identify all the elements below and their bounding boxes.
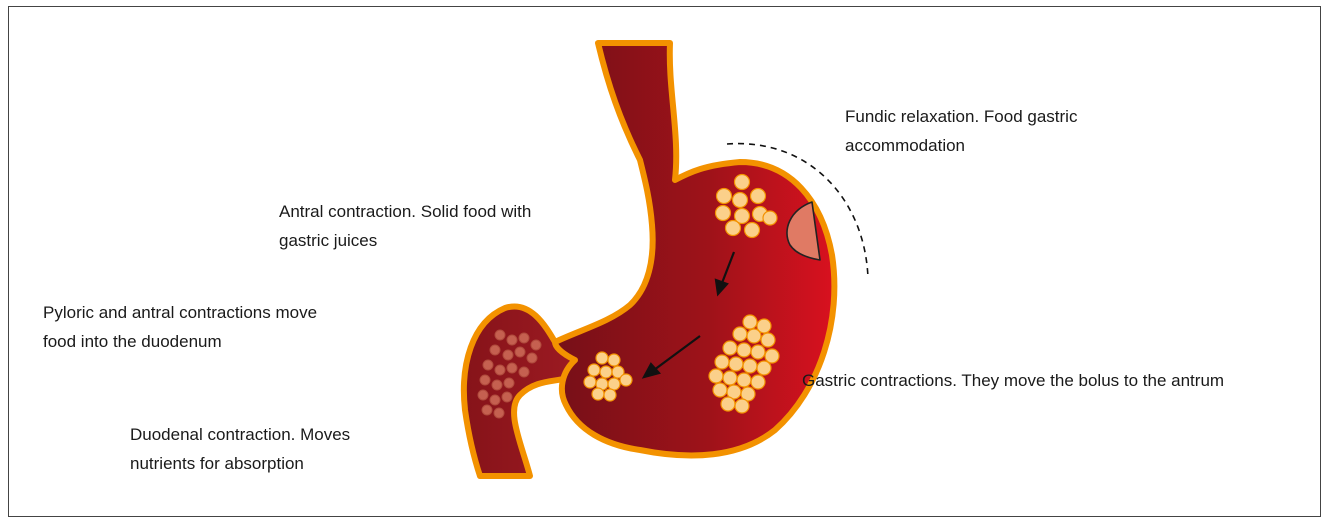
label-duodenal-line1: Duodenal contraction. Moves (130, 425, 350, 444)
label-duodenal-line2: nutrients for absorption (130, 454, 304, 473)
label-pyloric-line2: food into the duodenum (43, 332, 222, 351)
label-antral-line1: Antral contraction. Solid food with (279, 202, 531, 221)
label-pyloric-line1: Pyloric and antral contractions move (43, 303, 317, 322)
label-fundic-line1: Fundic relaxation. Food gastric (845, 107, 1078, 126)
label-fundic-line2: accommodation (845, 136, 965, 155)
label-gastric: Gastric contractions. They move the bolu… (802, 371, 1224, 390)
label-antral-line2: gastric juices (279, 231, 377, 250)
